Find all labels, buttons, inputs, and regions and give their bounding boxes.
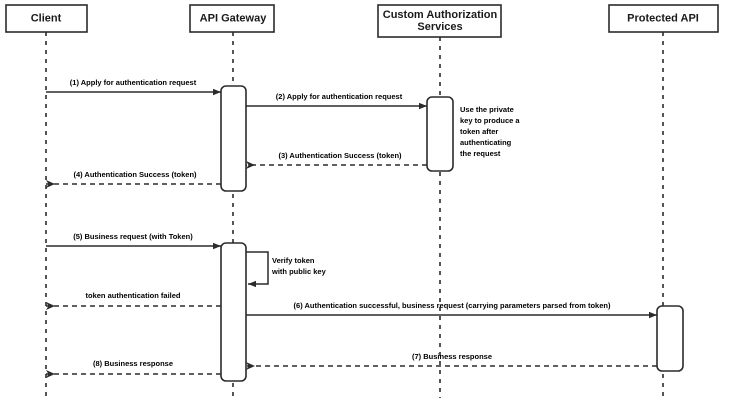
message-label-msg-8: (8) Business response — [93, 359, 173, 368]
message-msg-6[interactable]: (6) Authentication successful, business … — [246, 301, 657, 319]
message-msg-7[interactable]: (7) Business response — [246, 352, 657, 370]
activations-layer — [220, 85, 684, 382]
message-msg-token-failed[interactable]: token authentication failed — [46, 291, 221, 310]
message-msg-8[interactable]: (8) Business response — [46, 359, 221, 378]
lifeline-head-box-api-gateway[interactable] — [189, 4, 275, 33]
message-label-msg-1: (1) Apply for authentication request — [70, 78, 197, 87]
message-label-msg-6: (6) Authentication successful, business … — [294, 301, 611, 310]
activation-bar-authservice-activation[interactable] — [426, 96, 454, 172]
lifeline-label-api-gateway: API Gateway — [200, 12, 268, 24]
message-msg-4[interactable]: (4) Authentication Success (token) — [46, 170, 221, 188]
lifeline-head-box-protected-api[interactable] — [608, 4, 719, 33]
activation-bar-gateway-auth-activation[interactable] — [220, 85, 247, 192]
lifeline-client[interactable]: Client — [5, 4, 88, 398]
lifeline-head-box-custom-authorization-services[interactable] — [377, 4, 502, 38]
message-msg-1[interactable]: (1) Apply for authentication request — [46, 78, 221, 96]
message-label-msg-7: (7) Business response — [412, 352, 492, 361]
activation-bar-protected-api-activation[interactable] — [656, 305, 684, 372]
self-message-arrow-self-verify-token — [246, 251, 269, 288]
activation-bar-gateway-business-activation[interactable] — [220, 242, 247, 382]
message-msg-2[interactable]: (2) Apply for authentication request — [246, 92, 427, 110]
message-msg-5[interactable]: (5) Business request (with Token) — [46, 232, 221, 250]
message-label-msg-5: (5) Business request (with Token) — [73, 232, 193, 241]
lifeline-protected-api[interactable]: Protected API — [608, 4, 719, 398]
message-label-msg-4: (4) Authentication Success (token) — [73, 170, 197, 179]
message-label-msg-2: (2) Apply for authentication request — [276, 92, 403, 101]
lifeline-api-gateway[interactable]: API Gateway — [189, 4, 275, 398]
message-label-msg-token-failed: token authentication failed — [85, 291, 180, 300]
messages-layer: (1) Apply for authentication request (2) … — [46, 78, 657, 378]
lifeline-label-protected-api: Protected API — [627, 12, 699, 24]
message-label-msg-3: (3) Authentication Success (token) — [278, 151, 402, 160]
lifeline-label-client: Client — [31, 12, 62, 24]
message-msg-3[interactable]: (3) Authentication Success (token) — [246, 151, 427, 169]
